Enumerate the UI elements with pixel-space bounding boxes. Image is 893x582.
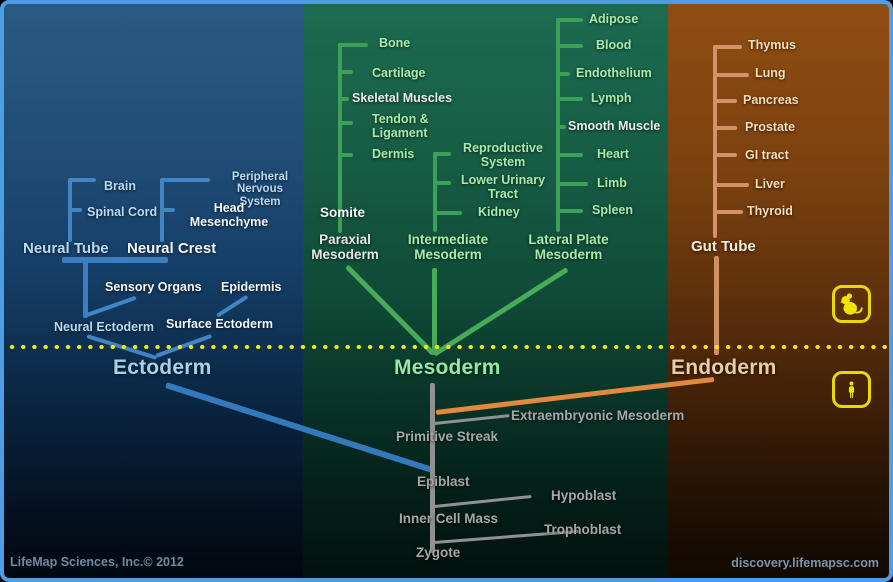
neural-join-bar — [62, 257, 168, 263]
node-gut-tube[interactable]: Gut Tube — [691, 238, 756, 255]
endoderm-panel — [668, 4, 889, 578]
node-surface-ectoderm[interactable]: Surface Ectoderm — [166, 317, 273, 331]
human-icon — [845, 377, 858, 403]
node-intermediate-mesoderm[interactable]: Intermediate Mesoderm — [407, 232, 489, 262]
intermediate-bracket-line — [433, 152, 437, 232]
node-kidney[interactable]: Kidney — [478, 205, 520, 219]
node-prostate[interactable]: Prostate — [745, 120, 796, 134]
skeletal-muscles-connector-line — [338, 97, 349, 101]
node-skeletal-muscles[interactable]: Skeletal Muscles — [352, 91, 453, 105]
node-neural-crest[interactable]: Neural Crest — [127, 240, 217, 257]
node-bone[interactable]: Bone — [379, 36, 411, 50]
intermediate-to-mesoderm-line — [432, 268, 437, 355]
node-epidermis[interactable]: Epidermis — [221, 280, 282, 294]
endothelium-connector-line — [556, 72, 570, 76]
node-endothelium[interactable]: Endothelium — [576, 66, 652, 80]
blood-connector-line — [556, 44, 583, 48]
node-spinal-cord[interactable]: Spinal Cord — [87, 205, 158, 219]
spleen-connector-line — [556, 209, 583, 213]
limb-connector-line — [556, 182, 588, 186]
head-mesenchyme-connector-line — [160, 208, 175, 212]
website-link[interactable]: discovery.lifemapsc.com — [731, 556, 879, 570]
lymph-connector-line — [556, 97, 583, 101]
thyroid-connector-line — [713, 210, 743, 214]
node-extraembryonic-mesoderm[interactable]: Extraembryonic Mesoderm — [511, 408, 685, 423]
lower-urinary-connector-line — [433, 181, 451, 185]
reproductive-connector-line — [433, 152, 451, 156]
node-spleen[interactable]: Spleen — [592, 203, 633, 217]
node-paraxial-mesoderm[interactable]: Paraxial Mesoderm — [311, 232, 379, 262]
node-adipose[interactable]: Adipose — [589, 12, 639, 26]
lung-connector-line — [713, 73, 749, 77]
node-lymph[interactable]: Lymph — [591, 91, 632, 105]
gut-tube-bracket-line — [713, 45, 717, 238]
node-heart[interactable]: Heart — [597, 147, 629, 161]
species-divider-dots — [6, 343, 887, 351]
cartilage-connector-line — [338, 70, 353, 74]
neural-drop-line — [83, 257, 88, 318]
node-pancreas[interactable]: Pancreas — [743, 93, 799, 107]
early-development-trunk-line — [430, 383, 435, 553]
germ-layer-title-ectoderm[interactable]: Ectoderm — [113, 356, 212, 379]
thymus-connector-line — [713, 45, 742, 49]
ectoderm-panel — [4, 4, 303, 578]
brain-connector-line — [68, 178, 96, 182]
node-lateral-plate-mesoderm[interactable]: Lateral Plate Mesoderm — [528, 232, 609, 262]
node-sensory-organs[interactable]: Sensory Organs — [105, 280, 202, 294]
mouse-species-button[interactable] — [832, 285, 871, 323]
tendon-ligament-connector-line — [338, 121, 353, 125]
node-gi-tract[interactable]: GI tract — [745, 148, 789, 162]
spinal-cord-connector-line — [68, 208, 82, 212]
node-hypoblast[interactable]: Hypoblast — [551, 488, 617, 503]
bone-connector-line — [338, 43, 368, 47]
kidney-connector-line — [433, 211, 462, 215]
heart-connector-line — [556, 153, 583, 157]
node-cartilage[interactable]: Cartilage — [372, 66, 426, 80]
liver-connector-line — [713, 183, 749, 187]
germ-layer-title-mesoderm[interactable]: Mesoderm — [394, 356, 501, 379]
node-tendon-ligament[interactable]: Tendon & Ligament — [372, 112, 429, 140]
dermis-connector-line — [338, 153, 353, 157]
node-limb[interactable]: Limb — [597, 176, 627, 190]
gi-tract-connector-line — [713, 153, 737, 157]
node-brain[interactable]: Brain — [104, 179, 136, 193]
node-somite[interactable]: Somite — [320, 205, 366, 220]
node-blood[interactable]: Blood — [596, 38, 632, 52]
germ-layer-title-endoderm[interactable]: Endoderm — [671, 356, 777, 379]
mesoderm-panel — [303, 4, 668, 578]
gut-tube-to-endoderm-line — [714, 256, 719, 355]
node-reproductive-system[interactable]: Reproductive System — [463, 141, 543, 169]
somite-bracket-line — [338, 43, 342, 233]
node-trophoblast[interactable]: Trophoblast — [544, 522, 622, 537]
node-thyroid[interactable]: Thyroid — [747, 204, 793, 218]
node-head-mesenchyme[interactable]: Head Mesenchyme — [189, 201, 269, 229]
node-lung[interactable]: Lung — [755, 66, 786, 80]
node-neural-tube[interactable]: Neural Tube — [23, 240, 109, 257]
prostate-connector-line — [713, 126, 737, 130]
human-species-button[interactable] — [832, 371, 871, 408]
node-lower-urinary-tract[interactable]: Lower Urinary Tract — [460, 173, 546, 201]
pancreas-connector-line — [713, 99, 737, 103]
node-dermis[interactable]: Dermis — [372, 147, 415, 161]
smooth-muscle-connector-line — [556, 125, 566, 129]
node-peripheral-nervous-system[interactable]: Peripheral Nervous System — [231, 171, 289, 208]
node-smooth-muscle[interactable]: Smooth Muscle — [568, 119, 661, 133]
node-neural-ectoderm[interactable]: Neural Ectoderm — [54, 320, 155, 334]
node-epiblast[interactable]: Epiblast — [417, 474, 470, 489]
pns-connector-line — [160, 178, 210, 182]
adipose-connector-line — [556, 18, 583, 22]
node-zygote[interactable]: Zygote — [416, 545, 461, 560]
node-primitive-streak[interactable]: Primitive Streak — [396, 429, 499, 444]
node-inner-cell-mass[interactable]: Inner Cell Mass — [399, 511, 499, 526]
node-thymus[interactable]: Thymus — [748, 38, 796, 52]
node-liver[interactable]: Liver — [755, 177, 785, 191]
mouse-icon — [838, 291, 865, 318]
copyright-credit: LifeMap Sciences, Inc.© 2012 — [10, 555, 184, 569]
